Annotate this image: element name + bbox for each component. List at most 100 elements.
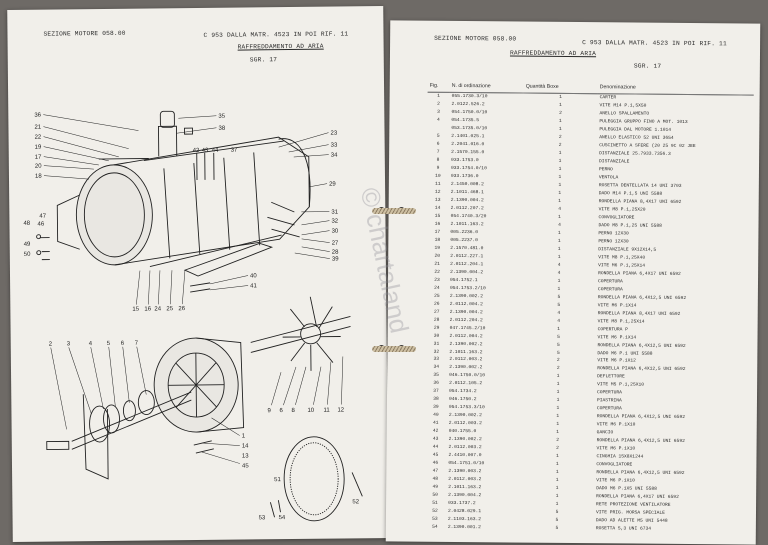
- row-fig: 49: [432, 485, 438, 491]
- callout-32: 32: [331, 219, 338, 225]
- row-fig: 37: [433, 389, 439, 395]
- row-fig: 15: [434, 213, 441, 219]
- row-fig: 9: [436, 165, 440, 171]
- row-fig: 36: [433, 381, 439, 387]
- callout-3: 3: [67, 341, 71, 347]
- row-fig: 23: [434, 277, 440, 283]
- callout-15: 15: [132, 307, 139, 313]
- row-fig: 4: [436, 117, 440, 123]
- group-label: SGR. 17: [633, 62, 662, 70]
- callout-47: 47: [39, 214, 46, 220]
- callout-16: 16: [144, 306, 151, 312]
- row-fig: 41: [432, 421, 439, 427]
- callout-8: 8: [291, 408, 295, 414]
- row-fig: 33: [433, 357, 440, 363]
- row-fig: 39: [433, 405, 439, 411]
- callout-33: 33: [331, 143, 338, 149]
- section-label: SEZIONE MOTORE 058.00: [434, 34, 517, 43]
- row-fig: 46: [432, 461, 439, 467]
- row-fig: 24: [434, 285, 440, 291]
- callout-6b: 6: [279, 408, 283, 414]
- callout-20: 20: [35, 164, 42, 170]
- row-fig: 51: [432, 500, 438, 507]
- callout-36: 36: [34, 113, 41, 119]
- cooling-housing-drawing: [36, 110, 311, 293]
- callout-41: 41: [250, 283, 257, 289]
- callout-26: 26: [178, 306, 185, 312]
- col-qty: Quantità Boxe: [523, 75, 598, 94]
- row-fig: 1: [437, 93, 441, 99]
- row-fig: 26: [434, 301, 440, 307]
- row-fig: 6: [436, 141, 440, 147]
- callout-18: 18: [35, 174, 42, 180]
- row-fig: 22: [434, 269, 440, 275]
- callout-48: 48: [23, 221, 30, 227]
- callout-25: 25: [166, 306, 173, 312]
- row-den: ROSETTA 5,3 UNI 6734: [595, 526, 652, 532]
- row-fig: 52: [432, 508, 438, 515]
- row-fig: 28: [433, 317, 440, 323]
- row-fig: 21: [434, 261, 440, 267]
- callout-11: 11: [323, 408, 330, 414]
- callout-14: 14: [242, 443, 249, 449]
- row-fig: 5: [436, 133, 440, 139]
- callout-27: 27: [332, 241, 339, 247]
- row-fig: 12: [434, 189, 441, 195]
- callout-40: 40: [250, 273, 257, 279]
- col-code: N. di ordinazione: [449, 74, 524, 94]
- row-fig: 40: [433, 413, 439, 419]
- callout-23: 23: [331, 131, 338, 137]
- row-fig: 29: [433, 325, 440, 331]
- row-fig: 44: [432, 445, 439, 451]
- callout-28: 28: [332, 250, 339, 256]
- callout-31: 31: [331, 210, 338, 216]
- left-page: SEZIONE MOTORE 058.00 C 953 DALLA MATR. …: [7, 6, 389, 542]
- callout-44: 44: [212, 148, 219, 154]
- callout-24: 24: [154, 306, 161, 312]
- callout-30: 30: [332, 229, 339, 235]
- callout-1: 1: [242, 434, 246, 440]
- parts-table: Fig. N. di ordinazione Quantità Boxe Den…: [424, 74, 754, 535]
- binding-string: [372, 346, 416, 352]
- row-fig: 47: [432, 469, 439, 475]
- row-fig: 17: [434, 229, 441, 235]
- row-fig: 11: [435, 181, 441, 187]
- row-fig: 30: [433, 333, 440, 339]
- row-fig: 16: [434, 221, 441, 227]
- col-fig: Fig.: [427, 74, 450, 93]
- row-fig: 13: [434, 197, 441, 203]
- row-fig: 50: [432, 492, 438, 499]
- callout-13: 13: [242, 453, 249, 459]
- row-fig: 10: [435, 173, 441, 179]
- col-den: Denominazione: [597, 76, 754, 96]
- row-fig: 32: [433, 349, 440, 355]
- binding-string: [372, 208, 416, 214]
- row-fig: 3: [437, 109, 440, 115]
- callout-43: 43: [202, 148, 209, 154]
- fan-assembly-drawing: [46, 296, 363, 522]
- row-fig: 25: [434, 293, 440, 299]
- row-fig: 18: [434, 237, 441, 243]
- exploded-parts-diagram: 36 21 22 19 17 20 18 35 38 42 43 44 37 2…: [23, 110, 363, 522]
- row-qty: 5: [555, 526, 559, 532]
- page-title: RAFFREDDAMENTO AD ARIA: [509, 49, 597, 58]
- callout-46: 46: [37, 222, 44, 228]
- callout-52: 52: [352, 499, 359, 505]
- callout-12: 12: [337, 407, 344, 413]
- row-fig: 14: [434, 205, 441, 211]
- row-fig: 7: [436, 149, 440, 155]
- row-fig: 43: [432, 437, 439, 443]
- row-code: 2.1390.001.2: [447, 525, 481, 531]
- row-fig: 2: [437, 101, 440, 107]
- row-fig: 31: [433, 341, 440, 347]
- callout-9: 9: [267, 408, 271, 414]
- callout-34: 34: [331, 153, 338, 159]
- callout-17: 17: [35, 155, 42, 161]
- callout-7: 7: [135, 341, 139, 347]
- row-fig: [427, 125, 449, 133]
- row-fig: 34: [433, 365, 440, 371]
- callout-4: 4: [89, 341, 93, 347]
- row-code: 054.1753.2/10: [449, 285, 486, 291]
